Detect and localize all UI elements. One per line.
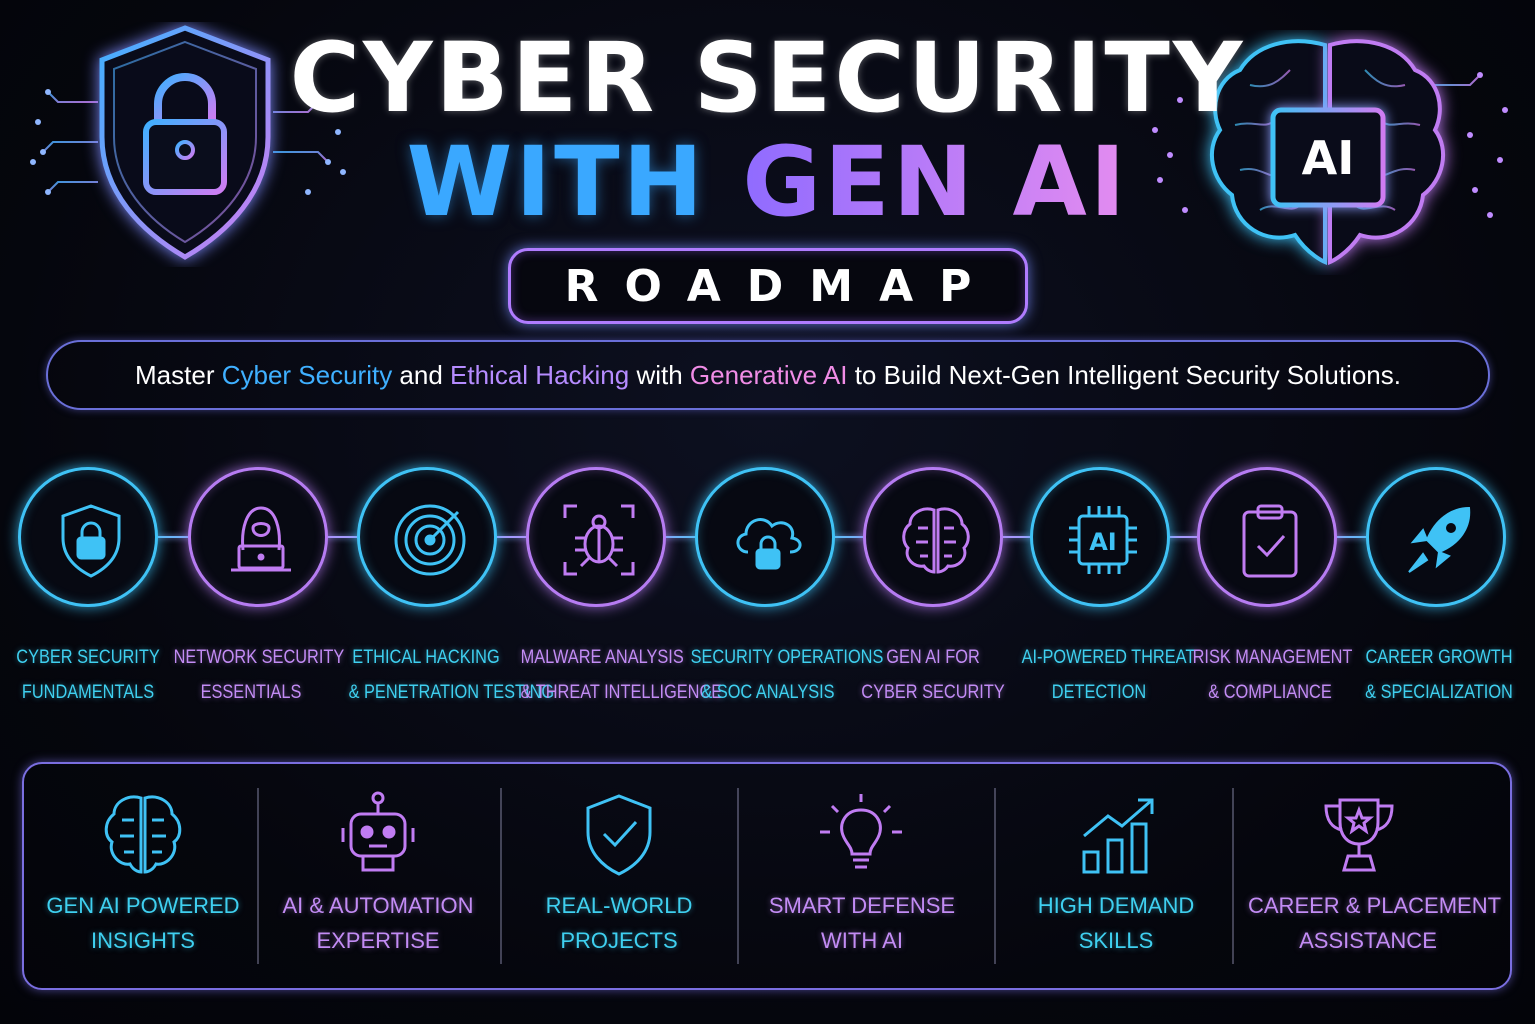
roadmap-step-6 bbox=[863, 467, 1003, 607]
bug-scan-icon bbox=[563, 504, 635, 576]
cloud-lock-icon bbox=[736, 518, 802, 570]
panel-divider bbox=[737, 788, 739, 964]
tagline-highlight-ethical-hacking: Ethical Hacking bbox=[450, 359, 630, 390]
panel-divider bbox=[994, 788, 996, 964]
roadmap-label-5: SECURITY OPERATIONS& SOC ANALYSIS bbox=[690, 647, 884, 703]
brain-circuit-icon bbox=[902, 507, 970, 574]
roadmap-badge: ROADMAP bbox=[508, 248, 1028, 324]
roadmap-step-4 bbox=[526, 467, 666, 607]
shield-check-icon bbox=[586, 794, 652, 876]
tagline-text: to Build Next-Gen Intelligent Security S… bbox=[847, 359, 1401, 390]
roadmap-step-7: AI bbox=[1030, 467, 1170, 607]
panel-divider bbox=[1232, 788, 1234, 964]
robot-icon bbox=[341, 791, 415, 872]
features-panel bbox=[22, 762, 1512, 990]
roadmap-step-2 bbox=[188, 467, 328, 607]
roadmap-label-8: RISK MANAGEMENT& COMPLIANCE bbox=[1192, 647, 1353, 703]
roadmap-step-3 bbox=[357, 467, 497, 607]
title-gen-ai: GEN AI bbox=[742, 126, 1129, 238]
shield-padlock-illustration bbox=[30, 25, 346, 260]
panel-divider bbox=[500, 788, 502, 964]
lightbulb-icon bbox=[820, 794, 902, 869]
tagline-highlight-cyber-security: Cyber Security bbox=[221, 359, 393, 390]
tagline-text: with bbox=[629, 359, 690, 390]
tagline-text: and bbox=[392, 359, 451, 390]
roadmap-step-8 bbox=[1197, 467, 1337, 607]
page-title-line2: WITH GEN AI bbox=[0, 132, 1535, 232]
brain-circuit-icon bbox=[104, 795, 182, 874]
roadmap-step-5 bbox=[695, 467, 835, 607]
tagline-banner: Master Cyber Security and Ethical Hackin… bbox=[46, 340, 1490, 410]
roadmap-label-9: CAREER GROWTH& SPECIALIZATION bbox=[1365, 647, 1513, 703]
title-with: WITH bbox=[406, 126, 743, 238]
growth-chart-icon bbox=[1082, 798, 1154, 874]
ai-chip-label: AI bbox=[1089, 528, 1117, 556]
ai-chip-text: AI bbox=[1302, 131, 1355, 185]
ai-chip-icon: AI bbox=[1069, 506, 1137, 574]
hacker-laptop-icon bbox=[231, 506, 291, 572]
trophy-icon bbox=[1324, 798, 1394, 872]
ai-brain-illustration: AI bbox=[1152, 39, 1508, 265]
panel-divider bbox=[257, 788, 259, 964]
roadmap-label-4: MALWARE ANALYSIS& THREAT INTELLIGENCE bbox=[520, 647, 723, 703]
tagline-text: Master bbox=[135, 359, 222, 390]
shield-lock-icon bbox=[61, 504, 121, 578]
clipboard-check-icon bbox=[1242, 504, 1298, 578]
rocket-icon bbox=[1408, 506, 1471, 573]
tagline-highlight-generative-ai: Generative AI bbox=[689, 359, 848, 390]
roadmap-step-9 bbox=[1366, 467, 1506, 607]
page-title-line1: CYBER SECURITY bbox=[289, 22, 1246, 134]
roadmap-step-1 bbox=[18, 467, 158, 607]
target-icon bbox=[394, 504, 466, 576]
roadmap-label-3: ETHICAL HACKING& PENETRATION TESTING bbox=[348, 647, 555, 703]
